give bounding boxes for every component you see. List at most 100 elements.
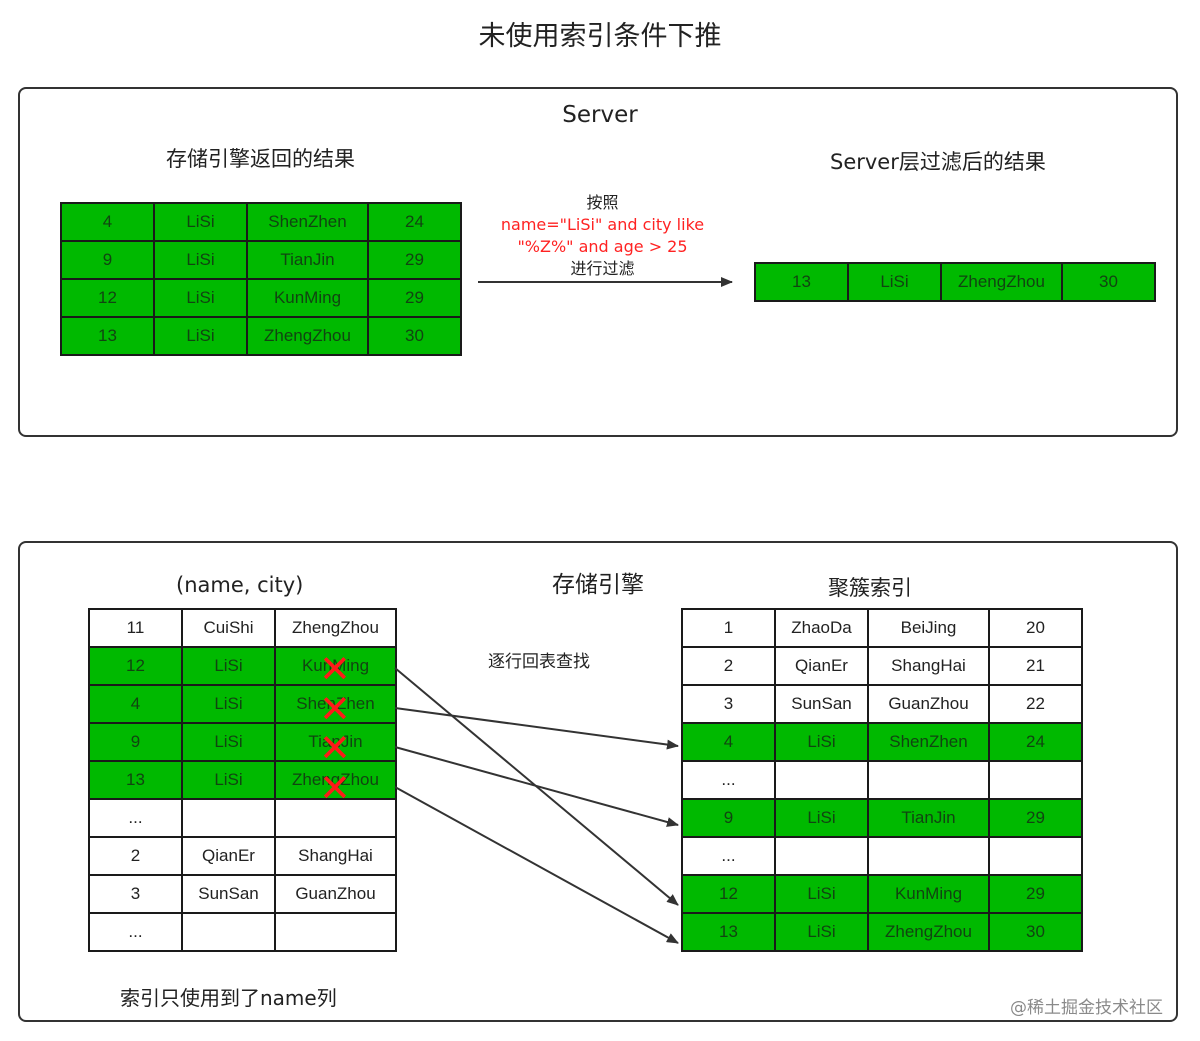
filter-note: 按照 name="LiSi" and city like "%Z%" and a… [470, 192, 735, 280]
server-heading: Server [562, 102, 638, 128]
engine-result-label: 存储引擎返回的结果 [166, 147, 355, 171]
table-row: ... [88, 912, 397, 952]
table-cell: KunMing [246, 278, 369, 318]
table-cell: LiSi [181, 760, 276, 800]
table-cell: 29 [367, 240, 462, 280]
table-cell: 29 [988, 874, 1083, 914]
table-cell: ZhengZhou [274, 608, 397, 648]
table-cell [988, 836, 1083, 876]
clustered-index-label: 聚簇索引 [828, 576, 912, 600]
table-cell: TianJin [867, 798, 990, 838]
table-cell: LiSi [153, 240, 248, 280]
table-cell: 24 [988, 722, 1083, 762]
table-cell: 21 [988, 646, 1083, 686]
table-row: ... [681, 760, 1083, 800]
table-cell: ... [681, 836, 776, 876]
filter-condition-line1: name="LiSi" and city like [500, 215, 705, 234]
table-cell: ZhengZhou [274, 760, 397, 800]
table-cell: ShangHai [274, 836, 397, 876]
table-cell [988, 760, 1083, 800]
watermark: @稀土掘金技术社区 [1010, 998, 1163, 1018]
table-cell: 22 [988, 684, 1083, 724]
table-cell: ZhengZhou [246, 316, 369, 356]
filtered-result-label: Server层过滤后的结果 [830, 150, 1046, 174]
table-cell: 11 [88, 608, 183, 648]
table-cell: 13 [754, 262, 849, 302]
table-cell: ... [681, 760, 776, 800]
table-cell [274, 912, 397, 952]
table-cell: LiSi [181, 684, 276, 724]
table-cell: LiSi [847, 262, 942, 302]
table-cell: GuanZhou [867, 684, 990, 724]
table-cell: LiSi [181, 646, 276, 686]
index-usage-note: 索引只使用到了name列 [120, 986, 337, 1010]
table-cell: ShangHai [867, 646, 990, 686]
table-cell [867, 836, 990, 876]
table-cell: 1 [681, 608, 776, 648]
table-cell: LiSi [153, 278, 248, 318]
table-cell [774, 836, 869, 876]
table-cell [867, 760, 990, 800]
table-cell: SunSan [181, 874, 276, 914]
table-cell: SunSan [774, 684, 869, 724]
table-cell: 12 [60, 278, 155, 318]
table-cell: 20 [988, 608, 1083, 648]
cross-mark-icon: ✕ [319, 766, 351, 810]
table-cell: ShenZhen [274, 684, 397, 724]
table-cell: LiSi [774, 874, 869, 914]
table-row: ... [88, 798, 397, 838]
table-cell: LiSi [774, 722, 869, 762]
table-cell: 9 [88, 722, 183, 762]
table-cell [274, 798, 397, 838]
cross-mark-icon: ✕ [319, 726, 351, 770]
table-cell: ShenZhen [867, 722, 990, 762]
table-cell: 30 [988, 912, 1083, 952]
table-cell: TianJin [274, 722, 397, 762]
table-cell: 30 [1061, 262, 1156, 302]
filter-note-line4: 进行过滤 [570, 259, 635, 278]
table-cell [181, 912, 276, 952]
table-cell: 12 [681, 874, 776, 914]
table-cell: 3 [681, 684, 776, 724]
table-cell: 9 [681, 798, 776, 838]
filter-condition-line2: "%Z%" and age > 25 [517, 237, 688, 256]
table-cell: 24 [367, 202, 462, 242]
table-cell: 4 [88, 684, 183, 724]
table-cell: QianEr [181, 836, 276, 876]
cross-mark-icon: ✕ [319, 647, 351, 691]
table-cell: ZhaoDa [774, 608, 869, 648]
table-cell: 3 [88, 874, 183, 914]
table-cell: ... [88, 912, 183, 952]
table-cell: QianEr [774, 646, 869, 686]
table-cell: ZhengZhou [867, 912, 990, 952]
table-cell: 13 [681, 912, 776, 952]
table-cell: ZhengZhou [940, 262, 1063, 302]
index-label: (name, city) [176, 573, 304, 597]
table-cell: 2 [88, 836, 183, 876]
table-cell: CuiShi [181, 608, 276, 648]
table-cell: LiSi [153, 316, 248, 356]
table-cell: GuanZhou [274, 874, 397, 914]
filter-note-line1: 按照 [586, 193, 619, 212]
table-cell: LiSi [153, 202, 248, 242]
table-cell: LiSi [181, 722, 276, 762]
